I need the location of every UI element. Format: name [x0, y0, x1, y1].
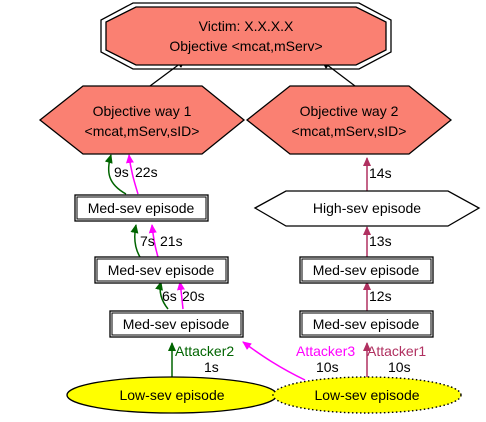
edge-green-low	[155, 281, 169, 310]
objective-way-2-node: Objective way 2 <mcat,mServ,sID>	[245, 85, 453, 155]
edge-green-mid	[130, 224, 141, 258]
edge-label-attacker3-time: 10s	[316, 359, 339, 375]
victim-node: Victim: X.X.X.X Objective <mcat,mServ>	[100, 2, 392, 70]
left-med-mid-label: Med-sev episode	[108, 262, 215, 278]
right-med-bottom-label: Med-sev episode	[313, 316, 420, 332]
left-low-label: Low-sev episode	[119, 387, 224, 403]
edge-label-22s: 22s	[135, 164, 158, 180]
objective-way-1-tuple: <mcat,mServ,sID>	[85, 123, 200, 139]
objective-way-1-node: Objective way 1 <mcat,mServ,sID>	[38, 85, 246, 155]
right-high-sev-episode: High-sev episode	[253, 190, 481, 227]
objective-way-2-label: Objective way 2	[300, 103, 399, 119]
left-low-sev-episode: Low-sev episode	[66, 376, 278, 414]
right-low-label: Low-sev episode	[314, 387, 419, 403]
right-med-sev-episode-top: Med-sev episode	[299, 256, 434, 284]
edge-label-7s: 7s	[140, 233, 155, 249]
edge-magenta-mid	[148, 224, 159, 258]
edge-label-attacker1: Attacker1	[367, 343, 426, 359]
right-med-sev-episode-bottom: Med-sev episode	[299, 310, 434, 338]
right-med-top-label: Med-sev episode	[313, 262, 420, 278]
edge-label-attacker3: Attacker3	[296, 343, 355, 359]
edge-label-6s: 6s	[162, 288, 177, 304]
edge-label-20s: 20s	[182, 288, 205, 304]
edge-label-attacker1-time: 10s	[388, 359, 411, 375]
edge-label-attacker2: Attacker2	[175, 343, 234, 359]
right-high-label: High-sev episode	[313, 200, 421, 216]
edge-magenta-top	[125, 154, 139, 195]
objective-way-2-tuple: <mcat,mServ,sID>	[292, 123, 407, 139]
edge-label-13s: 13s	[369, 233, 392, 249]
left-med-top-label: Med-sev episode	[88, 200, 195, 216]
edge-magenta-attacker3	[242, 341, 306, 381]
edge-label-21s: 21s	[160, 233, 183, 249]
left-med-sev-episode-top: Med-sev episode	[74, 194, 209, 222]
edge-green-top	[104, 154, 127, 195]
right-low-sev-episode: Low-sev episode	[272, 376, 462, 414]
edge-label-9s: 9s	[114, 164, 129, 180]
left-med-sev-episode-bottom: Med-sev episode	[109, 310, 244, 338]
victim-label: Victim: X.X.X.X	[199, 18, 294, 34]
edge-label-12s: 12s	[369, 288, 392, 304]
edge-magenta-low	[177, 281, 185, 310]
edge-label-14s: 14s	[369, 165, 392, 181]
left-med-sev-episode-mid: Med-sev episode	[94, 256, 229, 284]
victim-objective-label: Objective <mcat,mServ>	[169, 38, 322, 54]
objective-way-1-label: Objective way 1	[93, 103, 192, 119]
edge-label-attacker2-time: 1s	[204, 359, 219, 375]
left-med-bottom-label: Med-sev episode	[123, 316, 230, 332]
